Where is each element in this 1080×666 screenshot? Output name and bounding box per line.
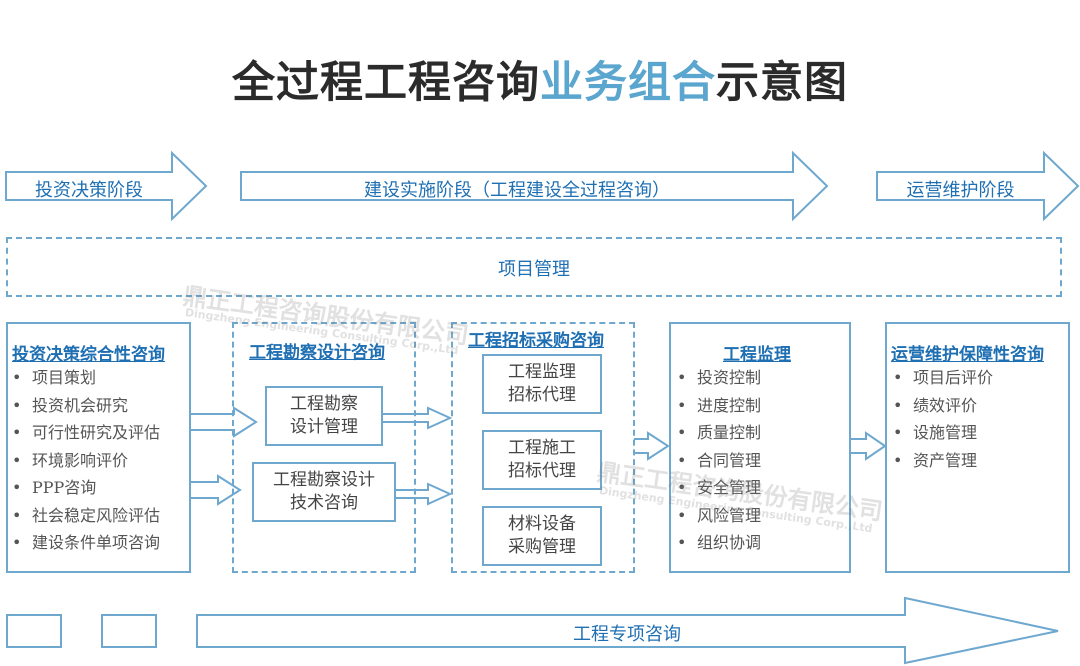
investment-item: PPP咨询	[12, 474, 160, 502]
bidding-box-construction-agency: 工程施工 招标代理	[482, 430, 602, 490]
bottom-small-box-2	[101, 614, 157, 648]
survey-heading: 工程勘察设计咨询	[249, 343, 385, 363]
bottom-small-box-1	[6, 614, 62, 648]
project-management-band	[6, 237, 1062, 297]
title-part2-highlight: 业务组合	[540, 58, 716, 108]
bidding-box-line: 工程施工	[508, 438, 576, 458]
phase-label-operation: 运营维护阶段	[906, 180, 1015, 201]
flow-arrow-investment-to-survey-1	[191, 406, 258, 438]
survey-column	[232, 322, 416, 573]
flow-arrow-survey-to-bidding-1	[383, 406, 453, 430]
survey-box-line: 工程勘察设计	[273, 470, 375, 490]
supervision-item: 组织协调	[677, 529, 761, 557]
flow-arrow-survey-to-bidding-2	[383, 482, 453, 506]
bidding-box-line: 招标代理	[508, 461, 576, 481]
supervision-item: 合同管理	[677, 447, 761, 475]
title-part3: 示意图	[716, 58, 848, 108]
flow-arrow-supervision-to-operation	[851, 431, 887, 461]
operation-item: 设施管理	[893, 419, 993, 447]
bidding-heading: 工程招标采购咨询	[468, 331, 604, 351]
investment-item: 项目策划	[12, 364, 160, 392]
investment-item: 环境影响评价	[12, 447, 160, 475]
investment-item: 投资机会研究	[12, 392, 160, 420]
special-consulting-arrow	[196, 596, 1059, 665]
bidding-box-line: 招标代理	[508, 385, 576, 405]
special-consulting-label: 工程专项咨询	[573, 624, 681, 645]
bidding-box-supervision-agency: 工程监理 招标代理	[482, 354, 602, 414]
survey-box-line: 工程勘察	[290, 394, 358, 414]
survey-box-technical-consulting: 工程勘察设计 技术咨询	[252, 462, 396, 522]
phase-arrow-operation	[876, 150, 1080, 222]
bidding-box-line: 采购管理	[508, 537, 576, 557]
supervision-item: 风险管理	[677, 502, 761, 530]
title-part1: 全过程工程咨询	[232, 58, 540, 108]
bidding-box-line: 工程监理	[508, 362, 576, 382]
operation-item: 资产管理	[893, 447, 993, 475]
bidding-column	[451, 322, 635, 573]
supervision-item: 质量控制	[677, 419, 761, 447]
supervision-item: 投资控制	[677, 364, 761, 392]
phase-label-investment: 投资决策阶段	[35, 180, 143, 201]
operation-item: 项目后评价	[893, 364, 993, 392]
supervision-items: 投资控制 进度控制 质量控制 合同管理 安全管理 风险管理 组织协调	[677, 364, 761, 557]
investment-item: 建设条件单项咨询	[12, 529, 160, 557]
survey-box-line: 技术咨询	[290, 493, 358, 513]
flow-arrow-investment-to-survey-2	[191, 474, 242, 506]
project-management-label: 项目管理	[498, 259, 570, 280]
investment-item: 可行性研究及评估	[12, 419, 160, 447]
bidding-box-material-procurement: 材料设备 采购管理	[482, 506, 602, 566]
phase-arrow-investment	[5, 150, 208, 222]
phase-label-construction: 建设实施阶段（工程建设全过程咨询）	[364, 180, 670, 201]
bidding-box-line: 材料设备	[508, 514, 576, 534]
survey-box-line: 设计管理	[290, 417, 358, 437]
survey-box-design-management: 工程勘察 设计管理	[265, 386, 383, 446]
supervision-item: 进度控制	[677, 392, 761, 420]
flow-arrow-bidding-to-supervision	[634, 431, 670, 461]
operation-items: 项目后评价 绩效评价 设施管理 资产管理	[893, 364, 993, 474]
supervision-heading: 工程监理	[723, 345, 791, 365]
phase-arrow-construction	[240, 150, 829, 222]
diagram-title: 全过程工程咨询业务组合示意图	[0, 48, 1080, 110]
investment-items: 项目策划 投资机会研究 可行性研究及评估 环境影响评价 PPP咨询 社会稳定风险…	[12, 364, 160, 557]
operation-heading: 运营维护保障性咨询	[891, 345, 1044, 365]
supervision-item: 安全管理	[677, 474, 761, 502]
operation-item: 绩效评价	[893, 392, 993, 420]
investment-item: 社会稳定风险评估	[12, 502, 160, 530]
investment-heading: 投资决策综合性咨询	[12, 345, 165, 365]
